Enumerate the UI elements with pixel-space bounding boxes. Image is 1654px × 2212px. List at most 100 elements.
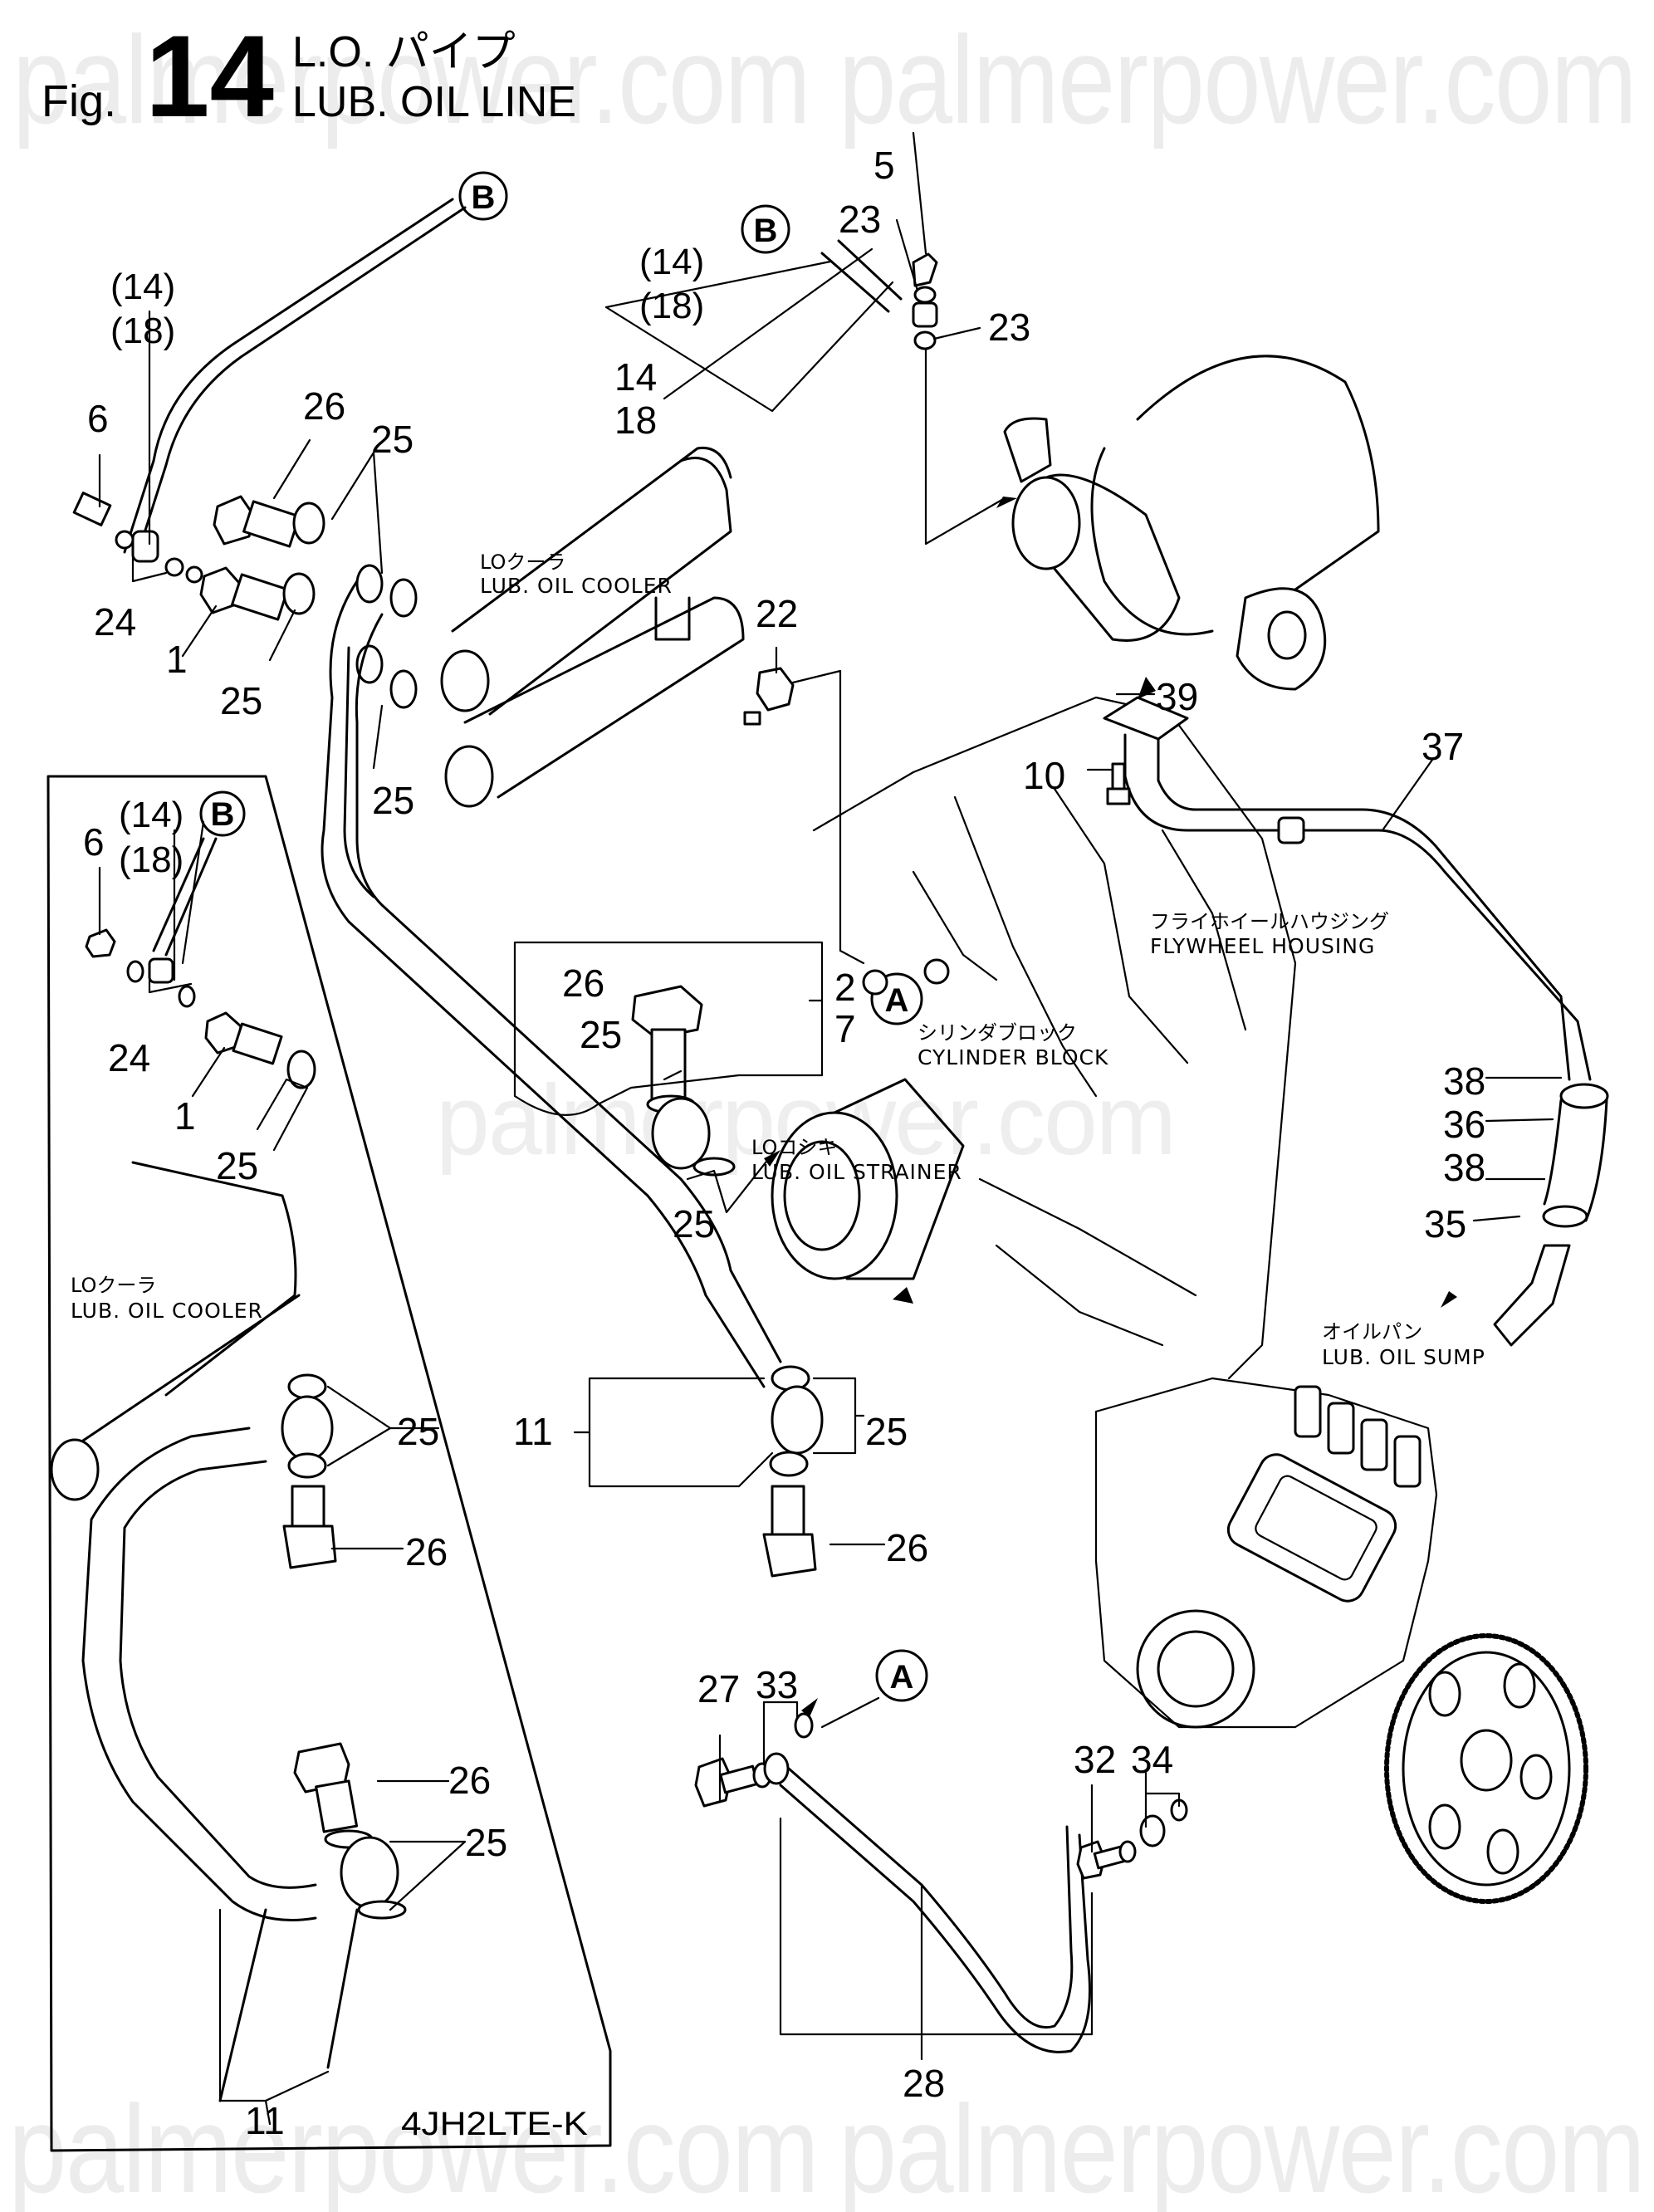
washers-top — [282, 502, 418, 709]
callout-18-b: 18 — [614, 399, 657, 442]
arrow-icon — [1441, 1291, 1457, 1308]
callout-18p-b: (18) — [639, 286, 704, 326]
callout-1-c: 1 — [174, 1094, 196, 1138]
note-oil-strainer: LOコシキ LUB. OIL STRAINER — [751, 1136, 962, 1184]
watermarks: palmerpower.com palmerpower.com palmerpo… — [8, 10, 1646, 2212]
turbo-oil-inlet-pipe — [820, 239, 938, 350]
callout-32: 32 — [1074, 1738, 1116, 1781]
callout-25-b: 25 — [220, 679, 262, 722]
flow-arrows — [764, 497, 1457, 1717]
model-code: 4JH2LTE-K — [401, 2106, 588, 2142]
callout-5: 5 — [873, 144, 895, 187]
inset-frame — [46, 775, 612, 2152]
callout-11-main: 11 — [513, 1410, 553, 1453]
eye-bolt-1-top — [199, 566, 289, 621]
figure-title: Fig. 14 L.O. パイプ LUB. OIL LINE — [42, 11, 576, 141]
ref-b-letter: B — [211, 796, 235, 833]
note-en: CYLINDER BLOCK — [918, 1045, 1108, 1069]
watermark-bottom-left: palmerpower.com — [8, 2079, 818, 2212]
note-en: LUB. OIL SUMP — [1322, 1345, 1485, 1369]
callout-35: 35 — [1424, 1202, 1466, 1245]
callout-38-a: 38 — [1443, 1060, 1485, 1103]
callout-11-inset: 11 — [245, 2099, 285, 2142]
watermark-top-full: palmerpower.com — [12, 10, 810, 149]
arrow-icon — [801, 1698, 818, 1717]
callout-24-c: 24 — [108, 1036, 150, 1079]
leader-lines — [98, 131, 1563, 2126]
figure-title-jp: L.O. パイプ — [292, 28, 516, 76]
arrow-icon — [893, 1287, 913, 1304]
banjo-fitting-top-left — [72, 492, 203, 584]
ref-b-top-center: B — [741, 204, 790, 254]
callout-25-d: 25 — [216, 1144, 258, 1187]
callout-14p-a: (14) — [110, 267, 175, 307]
note-oil-cooler-main: LOクーラ LUB. OIL COOLER — [480, 551, 673, 598]
callout-33: 33 — [756, 1663, 798, 1706]
watermark-bottom-right: palmerpower.com — [839, 2079, 1644, 2212]
note-jp: LOクーラ — [71, 1274, 156, 1297]
ref-a-letter: A — [885, 982, 909, 1019]
inset-parts — [50, 837, 407, 2102]
oil-return-pipe-37 — [1103, 696, 1592, 1081]
oil-strainer — [771, 1078, 965, 1280]
callout-28: 28 — [903, 2062, 945, 2105]
callout-24-a: 24 — [94, 600, 136, 644]
eye-bolt-26-top — [213, 495, 301, 548]
arrow-icon — [1138, 677, 1156, 699]
arrow-icon — [996, 497, 1017, 508]
hose-36 — [1493, 1083, 1609, 1347]
eye-bolt-26-strainer — [631, 985, 736, 1177]
note-jp: LOクーラ — [480, 551, 565, 574]
note-en: LUB. OIL STRAINER — [751, 1160, 962, 1184]
callout-6-a: 6 — [87, 397, 109, 440]
drive-gear — [1384, 1633, 1588, 1904]
callout-25-e: 25 — [580, 1013, 622, 1056]
callout-26-h: 26 — [886, 1526, 928, 1569]
injection-pump — [1094, 1377, 1438, 1729]
callout-22: 22 — [756, 592, 798, 635]
callout-25-a: 25 — [371, 418, 414, 461]
callout-25-f: 25 — [673, 1202, 715, 1245]
callout-6-c: 6 — [83, 820, 105, 864]
ref-a-block: A — [870, 972, 923, 1025]
figure-number: 14 — [145, 11, 274, 141]
note-flywheel-housing: フライホイールハウジング FLYWHEEL HOUSING — [1150, 910, 1389, 958]
note-jp: フライホイールハウジング — [1150, 910, 1389, 933]
note-oil-sump: オイルパン LUB. OIL SUMP — [1322, 1320, 1485, 1369]
note-jp: LOコシキ — [751, 1136, 837, 1159]
callout-27: 27 — [697, 1667, 740, 1710]
callout-34: 34 — [1131, 1738, 1173, 1781]
sensor-22 — [743, 667, 795, 726]
banjo-11-main — [762, 1365, 824, 1578]
note-oil-cooler-inset: LOクーラ LUB. OIL COOLER — [71, 1274, 263, 1323]
note-cylinder-block: シリンダブロック CYLINDER BLOCK — [918, 1021, 1108, 1069]
callout-labels: (14)(18)624262512525(14)(18)141852323223… — [83, 144, 1485, 2142]
note-en: LUB. OIL COOLER — [71, 1299, 263, 1323]
callout-25-h: 25 — [865, 1410, 908, 1453]
arrow-icon — [764, 1150, 781, 1167]
callout-26-a: 26 — [303, 384, 345, 428]
callout-26-i: 26 — [448, 1759, 491, 1802]
callout-14-b: 14 — [614, 355, 657, 399]
note-en: LUB. OIL COOLER — [480, 574, 673, 598]
callout-26-d: 26 — [562, 962, 604, 1005]
bolt-10 — [1106, 762, 1131, 805]
pipe-b-top-left — [123, 198, 467, 558]
pump-oil-pipe-28 — [694, 1712, 1188, 2053]
callout-36: 36 — [1443, 1103, 1485, 1146]
callout-38-b: 38 — [1443, 1146, 1485, 1189]
callout-18p-c: (18) — [119, 839, 184, 880]
figure-prefix: Fig. — [42, 76, 116, 126]
callout-10: 10 — [1023, 754, 1065, 797]
watermark-top: palmerpower.com — [839, 10, 1636, 149]
callout-25-i: 25 — [465, 1821, 507, 1864]
ref-b-inset: B — [199, 790, 246, 837]
figure-title-en: LUB. OIL LINE — [292, 78, 576, 126]
main-oil-pipe — [321, 580, 782, 1388]
turbocharger — [1003, 355, 1380, 691]
ref-b-top-left: B — [458, 171, 508, 221]
callout-37: 37 — [1422, 725, 1464, 768]
callout-7: 7 — [834, 1007, 856, 1050]
ref-b-letter: B — [754, 213, 778, 249]
